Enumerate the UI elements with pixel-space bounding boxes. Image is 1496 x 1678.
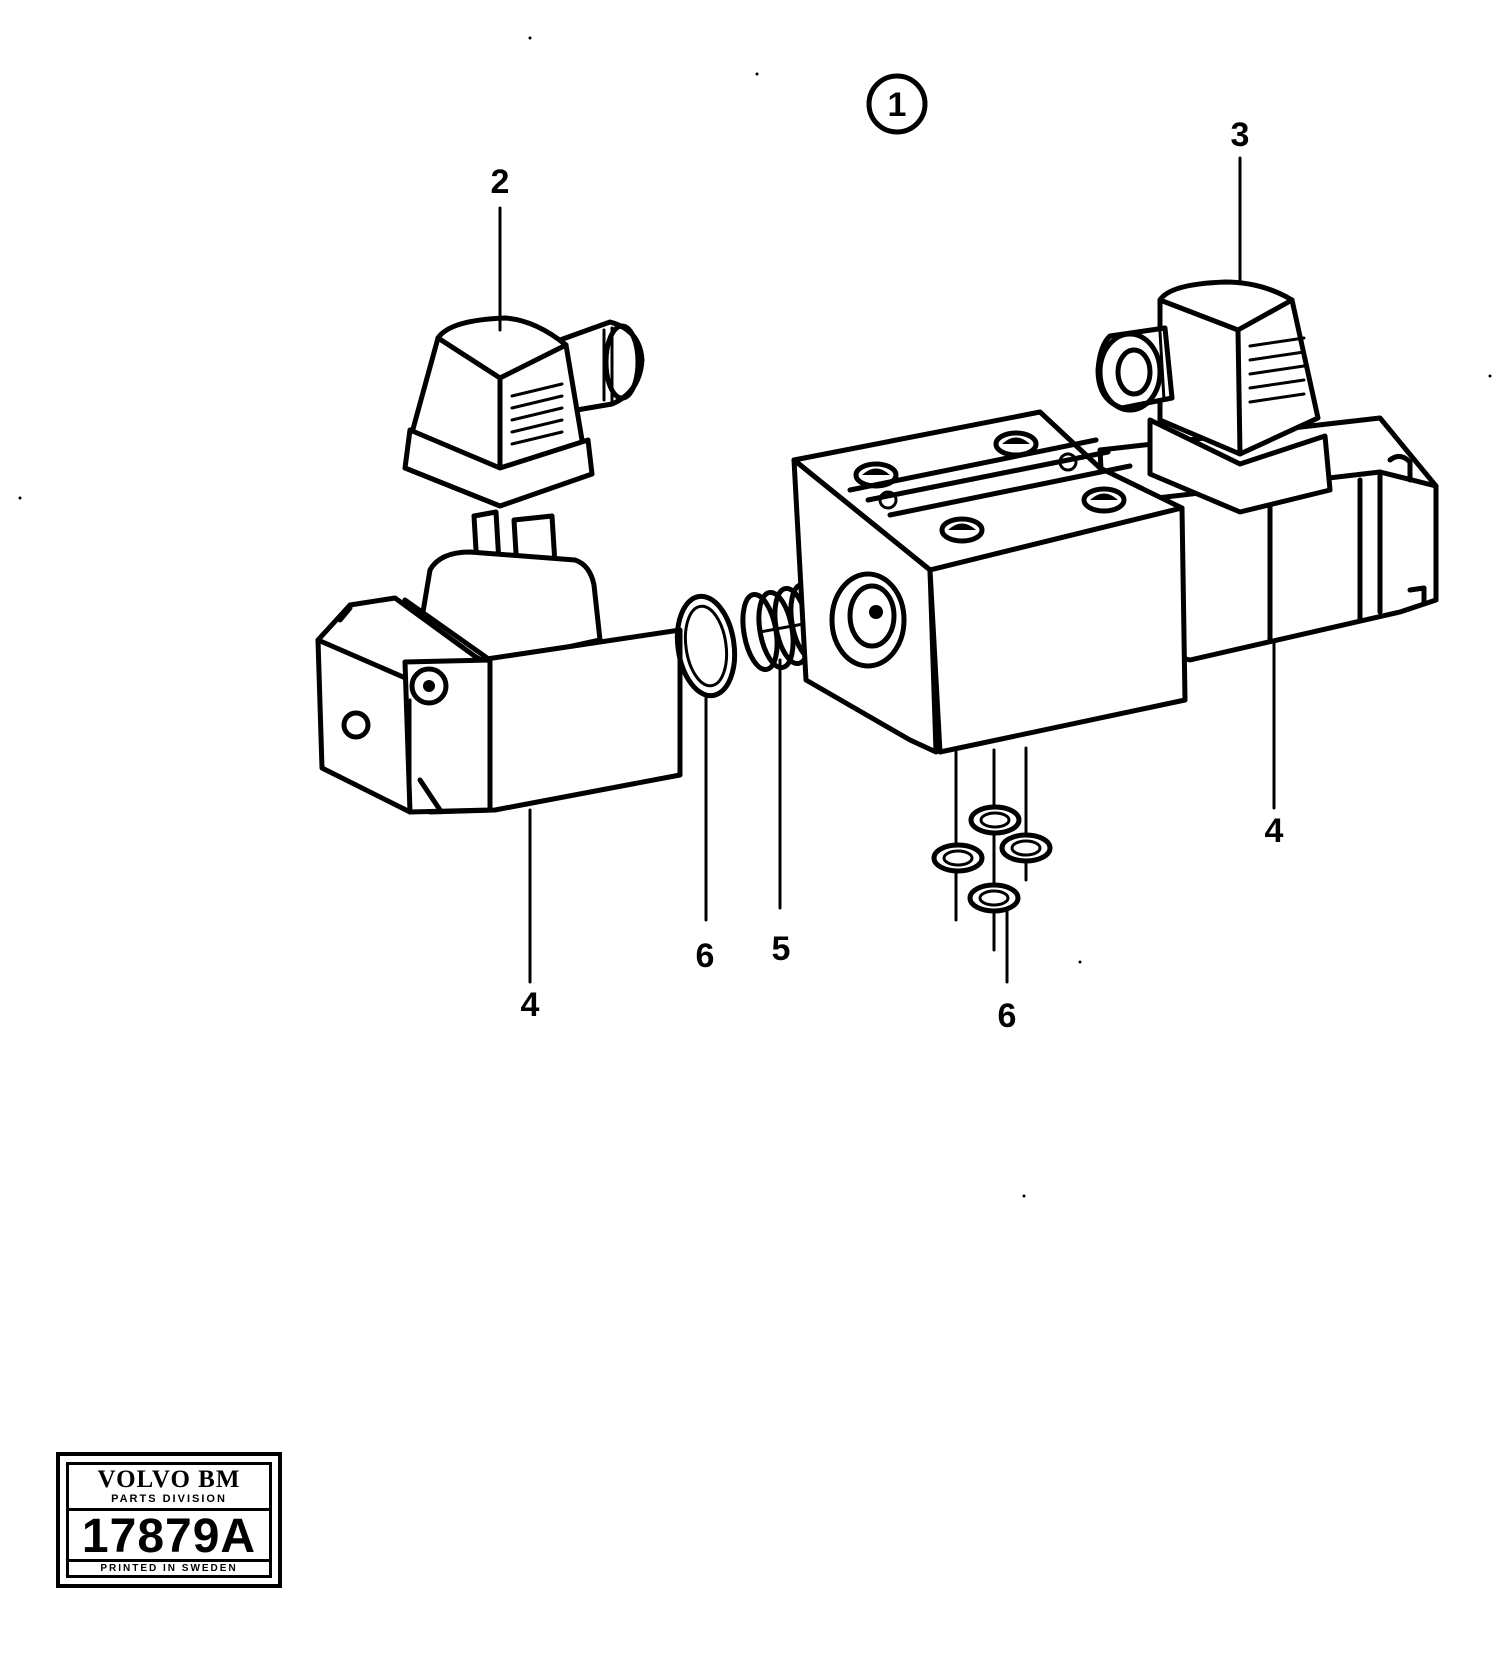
stamp-drawing-number: 17879A (81, 1510, 257, 1563)
spring-callout: 5 (772, 930, 791, 968)
callout-5-leader: 5 (772, 658, 791, 968)
oring-center (674, 593, 738, 699)
plug-right-callout: 3 (1231, 116, 1250, 154)
assembly-callout-number: 1 (888, 86, 907, 124)
oring-center-callout: 6 (696, 937, 715, 975)
orings-bottom: 6 (931, 746, 1053, 1035)
scan-specks (18, 36, 1492, 1198)
solenoid-left-callout: 4 (521, 986, 540, 1024)
callout-6-center-leader: 6 (696, 696, 715, 975)
stamp-divider (69, 1559, 269, 1562)
assembly-callout: 1 (866, 73, 928, 135)
callout-4-left-leader: 4 (521, 808, 540, 1024)
stamp-printed-in: PRINTED IN SWEDEN (100, 1563, 238, 1574)
solenoid-right-callout: 4 (1265, 812, 1284, 850)
plug-left-callout: 2 (491, 163, 510, 201)
stamp-divider (69, 1508, 269, 1511)
plug-left (402, 315, 645, 509)
stamp-division: PARTS DIVISION (111, 1493, 227, 1505)
parts-division-stamp: VOLVO BM PARTS DIVISION 17879A PRINTED I… (56, 1452, 282, 1588)
callout-4-right-leader: 4 (1265, 638, 1284, 850)
callout-3-leader: 3 (1231, 116, 1250, 284)
orings-bottom-callout: 6 (998, 997, 1017, 1035)
stamp-frame: VOLVO BM PARTS DIVISION 17879A PRINTED I… (66, 1462, 272, 1578)
plug-right (1095, 279, 1333, 515)
solenoid-left (315, 509, 683, 815)
callout-2-leader: 2 (491, 163, 510, 332)
valve-body (791, 409, 1188, 755)
stamp-brand: VOLVO BM (97, 1466, 241, 1493)
